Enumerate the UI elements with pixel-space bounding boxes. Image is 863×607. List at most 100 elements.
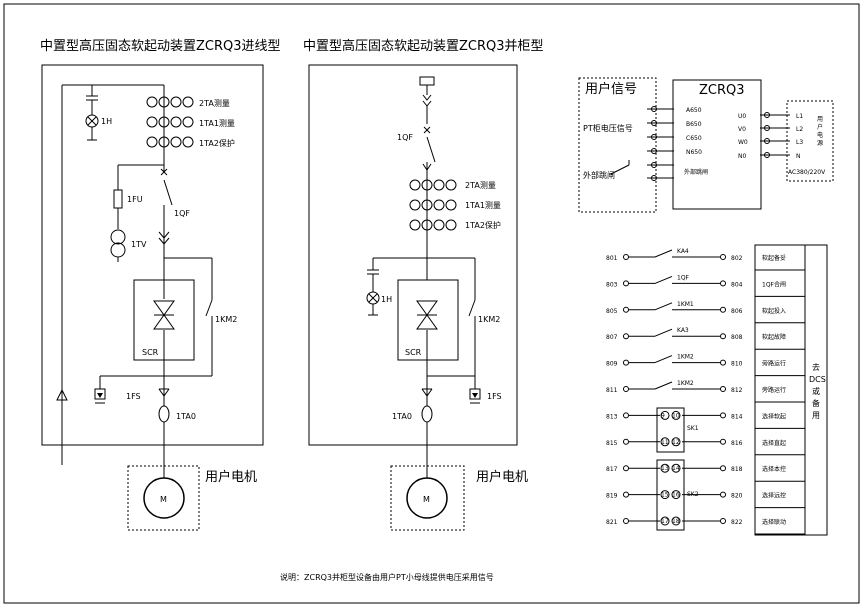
out-term-label: U0 — [738, 113, 746, 120]
in-term-label: A650 — [686, 107, 702, 114]
signal-box: 用户信号 PT柜电压信号 外部跳闸 ZCRQ3 A650 B650 C650 N… — [578, 77, 834, 213]
zcrq3-box — [672, 79, 762, 210]
contact-number: 12 — [672, 439, 680, 446]
terminal-left-label: 811 — [606, 387, 618, 394]
right-scr-label: SCR — [405, 348, 422, 357]
right-ct-group: 2TA测量 1TA1测量 1TA2保护 — [409, 179, 501, 231]
switch-label: 1KM1 — [677, 301, 694, 308]
left-ct-label: 2TA测量 — [199, 99, 230, 108]
contact-number: 17 — [661, 518, 669, 525]
sk1-switch-box — [656, 407, 685, 453]
left-ct-label: 1TA1测量 — [199, 119, 235, 128]
terminal-right-label: 804 — [731, 281, 743, 288]
left-lamp-label: 1H — [101, 117, 112, 126]
ct-out-icon — [421, 405, 433, 423]
ext-trip-right-label: 外部跳闸 — [684, 168, 708, 176]
terminal-left-label: 813 — [606, 413, 618, 420]
contactor-icon — [205, 299, 213, 317]
terminal-function-label: 软起投入 — [762, 307, 786, 315]
terminal-function-label: 软起故障 — [762, 333, 786, 341]
terminal-right-label: 808 — [731, 334, 743, 341]
selector-contact-icon — [671, 463, 681, 473]
terminal-point — [720, 438, 726, 445]
left-scr-label: SCR — [142, 348, 159, 357]
footer-note: 说明：ZCRQ3并柜型设备由用户PT小母线提供电压采用信号 — [280, 572, 494, 582]
fuse-icon — [113, 189, 123, 209]
terminal-point — [720, 518, 726, 524]
contact-number: 15 — [661, 492, 669, 499]
breaker-icon — [158, 168, 173, 245]
contact-number: 10 — [672, 412, 680, 419]
left-breaker-label: 1QF — [174, 209, 190, 218]
terminal-point — [623, 518, 629, 524]
selector-contact-icon — [671, 490, 681, 500]
terminal-right-label: 810 — [731, 361, 743, 368]
terminal-point — [720, 359, 726, 366]
right-ct-label: 1TA1测量 — [465, 201, 501, 210]
output-terminals: U0 V0 W0 N0 — [738, 112, 790, 160]
right-motor-box — [390, 465, 465, 531]
terminal-point — [623, 306, 629, 313]
terminal-name-table — [754, 244, 828, 536]
switch-contact-icon — [654, 381, 673, 390]
left-panel: 中置型高压固态软起动装置ZCRQ3进线型 1H 2TA测量 1TA1 — [40, 38, 281, 531]
selector-contact-icon — [671, 437, 681, 447]
terminal-right-label: 818 — [731, 466, 743, 473]
pt-icon — [110, 229, 126, 258]
terminal-point — [623, 412, 629, 419]
power-title: 用户电源 — [817, 116, 823, 147]
power-term-label: L1 — [796, 113, 803, 120]
switch-label: 1KM2 — [677, 354, 694, 361]
scr-icon — [416, 300, 438, 360]
right-panel: 中置型高压固态软起动装置ZCRQ3并柜型 1QF 2TA测量 1TA1测量 1T… — [303, 38, 544, 531]
power-term-label: N — [796, 153, 801, 160]
right-contactor-label: 1KM2 — [478, 315, 500, 324]
selector-contact-icon — [671, 410, 681, 420]
ext-trip-label: 外部跳闸 — [583, 170, 615, 180]
right-scr-box — [397, 279, 459, 361]
left-motor-box — [127, 465, 200, 531]
right-breaker-label: 1QF — [397, 133, 413, 142]
terminal-point — [720, 412, 726, 419]
terminal-left-label: 819 — [606, 493, 618, 500]
terminal-point — [623, 438, 629, 445]
right-ct-label: 1TA2保护 — [465, 220, 501, 230]
zcrq3-title: ZCRQ3 — [699, 83, 745, 98]
ct-out-icon — [158, 405, 170, 423]
input-terminals: A650 B650 C650 N650 外部跳闸 — [647, 106, 708, 181]
terminal-point — [623, 491, 629, 498]
contact-number: 18 — [672, 518, 680, 525]
switch-contact-icon — [654, 355, 673, 364]
contact-number: 11 — [661, 439, 669, 446]
left-cabinet-box — [41, 64, 264, 446]
terminal-function-label: 软起备妥 — [762, 254, 786, 262]
terminal-function-label: 旁路运行 — [762, 386, 786, 394]
selector-contact-icon — [660, 490, 670, 500]
terminal-left-label: 805 — [606, 308, 618, 315]
terminal-function-label: 选择软起 — [762, 412, 786, 420]
busbar-icon — [419, 76, 435, 86]
terminal-right-label: 814 — [731, 413, 743, 420]
dcs-label: 去 DCS 或 备 用 — [809, 362, 828, 420]
terminal-left-label: 815 — [606, 440, 618, 447]
right-ct-out-label: 1TA0 — [392, 412, 412, 421]
power-term-label: L2 — [796, 126, 803, 133]
switch-label: KA3 — [677, 327, 689, 334]
terminal-point — [623, 465, 629, 472]
scr-icon — [153, 280, 175, 360]
switch-contact-icon — [654, 328, 673, 337]
motor-icon — [143, 477, 185, 519]
contact-number: 9 — [661, 412, 665, 419]
left-pt-label: 1TV — [131, 240, 147, 249]
terminal-right-label: 812 — [731, 387, 743, 394]
selector-contact-icon — [660, 410, 670, 420]
terminal-left-label: 817 — [606, 466, 618, 473]
lamp-icon — [85, 114, 99, 128]
terminal-point — [623, 386, 629, 392]
terminal-left-label: 803 — [606, 281, 618, 288]
switch-label: 1QF — [677, 274, 690, 281]
power-spec: AC380/220V — [788, 169, 826, 176]
terminal-point — [623, 333, 629, 340]
